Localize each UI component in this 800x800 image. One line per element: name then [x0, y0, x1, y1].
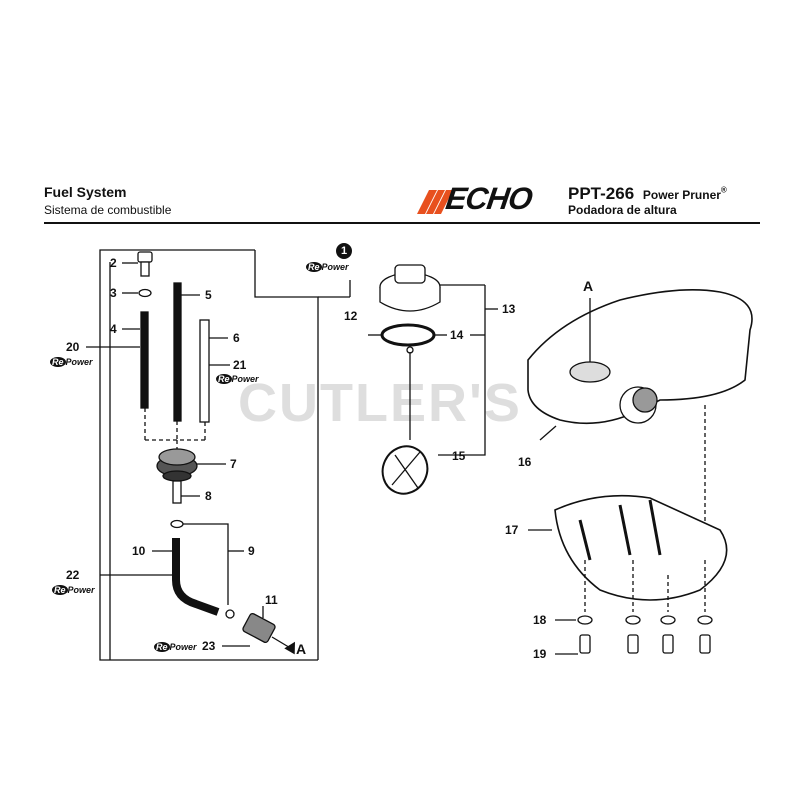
- repower-re: Re: [50, 357, 66, 367]
- page-title: Fuel System: [44, 184, 127, 200]
- part-label-17: 17: [505, 523, 519, 537]
- part-label-11: 11: [265, 593, 278, 607]
- repower-re: Re: [154, 642, 170, 652]
- watermark: CUTLER'S: [238, 373, 522, 433]
- part-label-15: 15: [452, 449, 466, 463]
- part-label-1: 1: [336, 243, 352, 259]
- part-label-16: 16: [518, 455, 532, 469]
- part-label-12: 12: [344, 309, 358, 323]
- reference-letter-tank: A: [583, 278, 594, 294]
- repower-re: Re: [306, 262, 322, 272]
- reference-letter-filter: A: [296, 641, 307, 657]
- part-label-9: 9: [248, 544, 255, 558]
- part-label-22: 22: [66, 568, 80, 582]
- part-label-23: 23: [202, 639, 216, 653]
- repower-power: Power: [321, 262, 349, 272]
- model-description: Power Pruner: [642, 188, 721, 202]
- model-description-es: Podadora de altura: [568, 203, 677, 217]
- part-label-6: 6: [233, 331, 240, 345]
- repower-power: Power: [231, 374, 259, 384]
- part-label-21: 21: [233, 358, 247, 372]
- registered-mark: ®: [720, 185, 727, 195]
- repower-power: Power: [67, 585, 95, 595]
- part-label-4: 4: [110, 322, 117, 336]
- repower-re: Re: [52, 585, 68, 595]
- header-rule: [44, 222, 760, 224]
- page-subtitle: Sistema de combustible: [44, 203, 172, 217]
- part-label-14: 14: [450, 328, 464, 342]
- part-label-7: 7: [230, 457, 237, 471]
- part-label-5: 5: [205, 288, 212, 302]
- model-heading: PPT-266 Power Pruner®: [568, 184, 727, 204]
- model-number: PPT-266: [568, 184, 635, 203]
- repower-re: Re: [216, 374, 232, 384]
- repower-power: Power: [65, 357, 93, 367]
- part-label-2: 2: [110, 256, 117, 270]
- part-label-19: 19: [533, 647, 547, 661]
- part-label-3: 3: [110, 286, 117, 300]
- part-label-20: 20: [66, 340, 80, 354]
- part-label-10: 10: [132, 544, 146, 558]
- part-label-8: 8: [205, 489, 212, 503]
- part-label-18: 18: [533, 613, 547, 627]
- repower-power: Power: [169, 642, 197, 652]
- part-label-13: 13: [502, 302, 516, 316]
